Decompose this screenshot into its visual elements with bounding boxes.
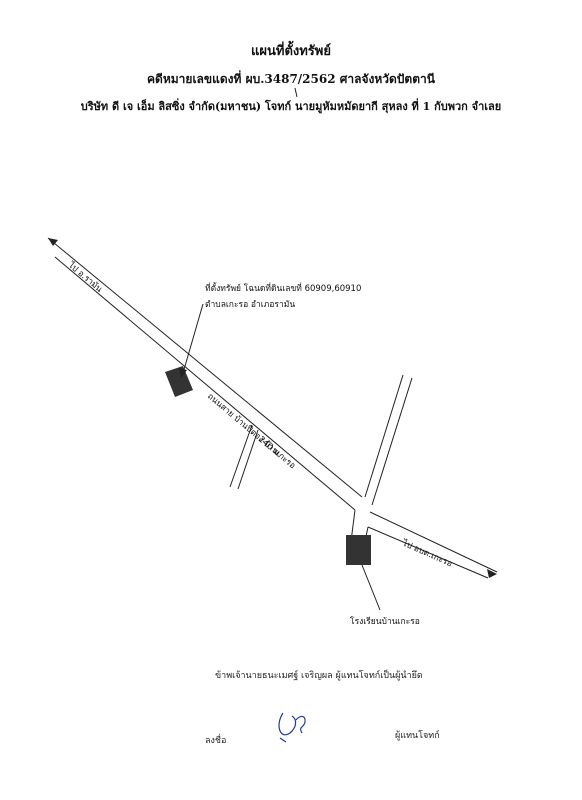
school-label: โรงเรียนบ้านเกะรอ (350, 617, 420, 627)
kero-road-edge-bottom (367, 526, 489, 579)
parties-line: บริษัท ดี เจ เอ็ม ลิสซิ่ง จำกัด(มหาชน) โ… (80, 100, 502, 113)
property-label-line2: ตำบลเกะรอ อำเภอรามัน (205, 300, 296, 310)
property-plot (165, 366, 193, 397)
road-label-to-kero: ไป อบต.เกะรอ (400, 537, 454, 569)
crossroad-north-edge-2 (371, 377, 413, 506)
school-building (346, 535, 371, 565)
main-road-edge-top (47, 237, 363, 498)
side-lane-edge-1 (229, 424, 253, 488)
stray-mark (294, 87, 298, 98)
case-number-line: คดีหมายเลขแดงที่ ผบ.3487/2562 ศาลจังหวัด… (147, 72, 435, 86)
property-pointer-arrow-icon (179, 368, 187, 378)
road-name-label: ถนนสาย บ้านปีตอง-บ้านเกะรอ (205, 391, 298, 471)
signature-scribble (278, 712, 306, 743)
declaration-text: ข้าพเจ้านายธนะเมศฐ์ เจริญผล ผู้แทนโจทก์เ… (215, 671, 423, 681)
sign-label: ลงชื่อ (205, 736, 227, 746)
property-label-line1: ที่ตั้งทรัพย์ โฉนดที่ดินเลขที่ 60909,609… (205, 284, 362, 294)
property-pointer-line (182, 303, 204, 374)
page-title: แผนที่ตั้งทรัพย์ (251, 44, 331, 59)
kero-road-edge-top (369, 511, 498, 573)
school-pointer-line (361, 564, 381, 611)
arrow-to-kero-icon (487, 569, 497, 578)
main-road-edge-bottom (54, 256, 356, 511)
road-label-to-raman: ไป อ.รามัน (65, 259, 104, 295)
side-lane-edge-2 (237, 429, 259, 490)
role-label: ผู้แทนโจทก์ (395, 731, 440, 741)
arrow-to-raman-icon (48, 238, 58, 246)
crossroad-north-edge-1 (364, 374, 404, 498)
